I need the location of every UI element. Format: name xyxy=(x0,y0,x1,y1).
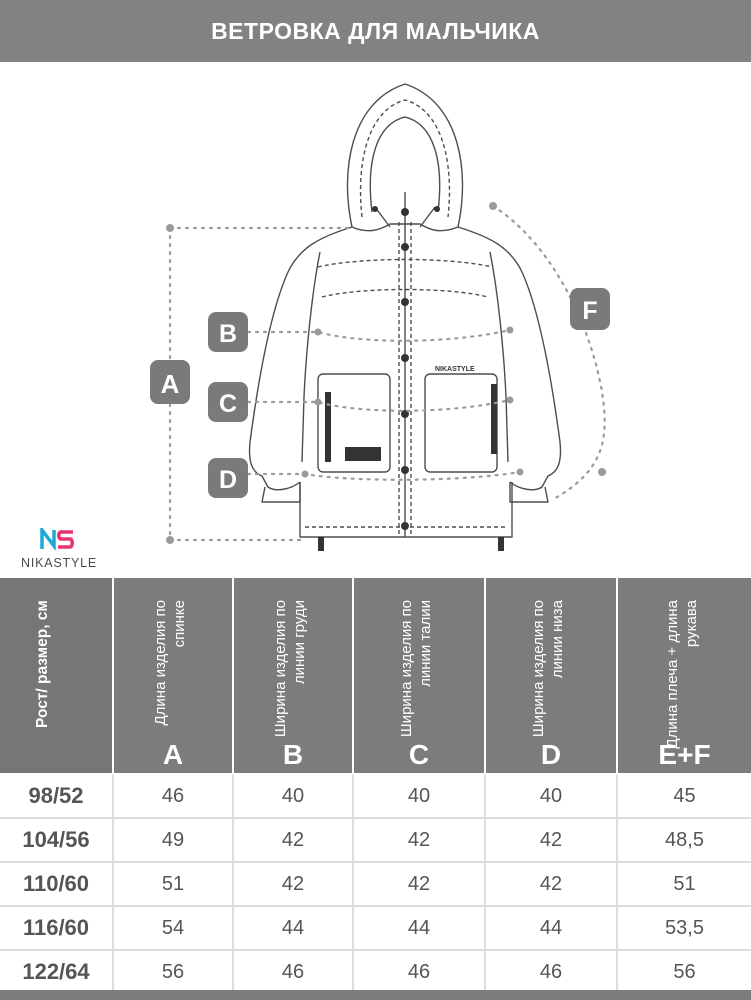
cell-ef: 51 xyxy=(673,872,696,895)
header-col-b-letter: B xyxy=(282,739,304,770)
table-row: 98/52 46 40 40 40 45 xyxy=(0,775,751,819)
label-a-text: A xyxy=(161,369,180,399)
header-col-b: Ширина изделия по линии груди B xyxy=(234,578,354,773)
row-size: 110/60 xyxy=(0,863,114,905)
table-header: Рост/ размер, см Длина изделия по спинке… xyxy=(0,578,751,773)
cell-ef: 53,5 xyxy=(665,916,704,939)
cell-d: 42 xyxy=(486,863,618,905)
row-size: 122/64 xyxy=(0,951,114,993)
header-col-ef-letter: E+F xyxy=(658,739,711,770)
label-c: C xyxy=(208,382,248,422)
label-b: B xyxy=(208,312,248,352)
hood-seam xyxy=(359,99,451,218)
header-col-c-letter: C xyxy=(408,739,430,770)
cuff-right xyxy=(509,482,549,503)
sleeve-right-inner xyxy=(489,251,509,463)
header-size-label: Рост/ размер, см xyxy=(34,600,51,728)
body-right xyxy=(457,226,562,491)
header-col-b-label: Ширина изделия по линии груди xyxy=(272,600,308,738)
jacket-sketch: NIKASTYLE A B C xyxy=(150,83,610,551)
cell-b: 40 xyxy=(234,775,354,817)
cell-a: 56 xyxy=(114,951,234,993)
cell-ef: 45 xyxy=(673,784,696,807)
label-b-text: B xyxy=(219,320,237,348)
brand-logo: NIKASTYLE xyxy=(14,528,104,576)
zipper-edge xyxy=(398,222,412,537)
line-c xyxy=(246,398,512,412)
cell-c: 42 xyxy=(354,819,486,861)
hood-outline xyxy=(346,83,464,232)
label-f-text: F xyxy=(582,297,597,325)
label-c-text: C xyxy=(219,390,237,418)
header-col-a-label: Длина изделия по спинке xyxy=(152,600,188,726)
cell-ef: 48,5 xyxy=(665,828,704,851)
size-table: Рост/ размер, см Длина изделия по спинке… xyxy=(0,578,751,1000)
row-size: 116/60 xyxy=(0,907,114,949)
table-row: 110/60 51 42 42 42 51 xyxy=(0,863,751,907)
label-d: D xyxy=(208,458,248,498)
line-d xyxy=(246,470,522,481)
jacket-diagram: NIKASTYLE A B C xyxy=(0,62,751,580)
header-col-d: Ширина изделия по линии низа D xyxy=(486,578,618,773)
brand-mark-icon xyxy=(40,528,74,550)
label-f: F xyxy=(570,288,610,330)
brand-name: NIKASTYLE xyxy=(21,556,97,570)
cuff-left xyxy=(261,482,301,503)
header-col-a: Длина изделия по спинке A xyxy=(114,578,234,773)
cell-d: 40 xyxy=(486,775,618,817)
cell-ef: 56 xyxy=(673,960,696,983)
right-pocket xyxy=(424,373,498,473)
table-row: 116/60 54 44 44 44 53,5 xyxy=(0,907,751,951)
label-d-text: D xyxy=(219,466,237,494)
cell-a: 49 xyxy=(114,819,234,861)
yoke-seam-2 xyxy=(321,288,489,298)
header-col-a-letter: A xyxy=(162,739,184,770)
yoke-seam xyxy=(317,258,493,268)
line-f xyxy=(491,204,606,502)
cell-a: 46 xyxy=(114,775,234,817)
cell-a: 51 xyxy=(114,863,234,905)
body-left xyxy=(248,226,353,491)
sleeve-left-inner xyxy=(301,251,321,463)
table-row: 122/64 56 46 46 46 56 xyxy=(0,951,751,995)
cell-d: 44 xyxy=(486,907,618,949)
cell-a: 54 xyxy=(114,907,234,949)
hood-inner xyxy=(369,116,441,213)
row-size: 98/52 xyxy=(0,775,114,817)
label-a: A xyxy=(150,360,190,404)
row-size: 104/56 xyxy=(0,819,114,861)
header-col-c: Ширина изделия по линии талии C xyxy=(354,578,486,773)
cell-d: 42 xyxy=(486,819,618,861)
cell-c: 40 xyxy=(354,775,486,817)
hem xyxy=(299,482,513,538)
cell-b: 42 xyxy=(234,863,354,905)
header-size: Рост/ размер, см xyxy=(0,578,114,773)
header-col-d-label: Ширина изделия по линии низа xyxy=(530,600,566,738)
cell-b: 46 xyxy=(234,951,354,993)
header-col-c-label: Ширина изделия по линии талии xyxy=(398,600,434,738)
header-col-d-letter: D xyxy=(540,739,562,770)
cell-d: 46 xyxy=(486,951,618,993)
footer-bar xyxy=(0,990,751,1000)
header-col-ef: Длина плеча + длина рукава E+F xyxy=(618,578,751,773)
chest-label: NIKASTYLE xyxy=(435,366,475,373)
header-col-ef-label: Длина плеча + длина рукава xyxy=(663,600,700,749)
table-row: 104/56 49 42 42 42 48,5 xyxy=(0,819,751,863)
cell-c: 42 xyxy=(354,863,486,905)
cell-b: 42 xyxy=(234,819,354,861)
line-b xyxy=(246,328,512,342)
page-title: ВЕТРОВКА ДЛЯ МАЛЬЧИКА xyxy=(0,0,751,62)
cell-c: 46 xyxy=(354,951,486,993)
cell-b: 44 xyxy=(234,907,354,949)
left-pocket xyxy=(317,373,391,473)
cell-c: 44 xyxy=(354,907,486,949)
